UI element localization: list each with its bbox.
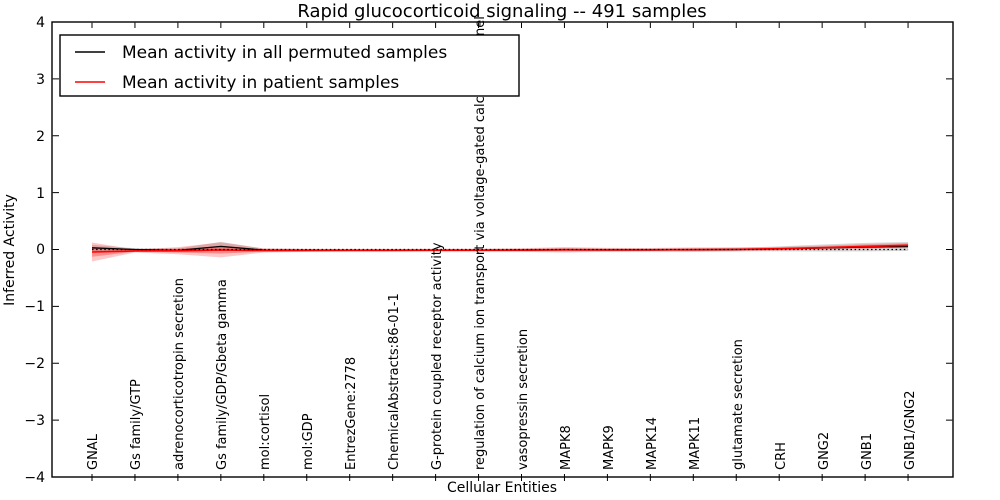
x-tick-label: MAPK11 [688,417,703,470]
x-tick-label: adrenocorticotropin secretion [172,278,187,470]
patient-std-band-outer [92,242,909,262]
x-tick-label: GNAL [86,433,101,470]
x-tick-label: G-protein coupled receptor activity [430,242,445,470]
y-tick-label: −2 [24,356,45,372]
y-tick-label: 4 [36,15,45,31]
x-tick-label: mol:GDP [301,413,316,470]
x-tick-label: MAPK8 [559,425,574,470]
y-tick-label: 0 [36,242,45,258]
legend: Mean activity in all permuted samples Me… [59,34,520,97]
x-tick-label: MAPK14 [645,417,660,470]
x-tick-label: regulation of calcium ion transport via … [473,16,488,470]
y-tick-label: −3 [24,413,45,429]
x-tick-label: glutamate secretion [731,339,746,470]
y-ticks [52,21,953,478]
y-tick-label: 3 [36,72,45,88]
x-tick-label: mol:cortisol [258,394,273,470]
x-tick-label: ChemicalAbstracts:86-01-1 [387,293,402,470]
x-tick-label: MAPK9 [602,425,617,470]
y-tick-label: −1 [24,299,45,315]
x-tick-labels: GNAL Gs family/GTP adrenocorticotropin s… [86,16,918,470]
y-tick-labels: 4 3 2 1 0 −1 −2 −3 −4 [24,15,45,486]
legend-label-patient: Mean activity in patient samples [122,73,399,93]
x-ticks [91,22,909,481]
x-tick-label: Gs family/GTP [129,379,144,470]
y-tick-label: 1 [36,186,45,202]
x-tick-label: GNB1/GNG2 [903,390,918,470]
x-tick-label: GNB1 [860,433,875,470]
y-tick-label: −4 [24,470,45,486]
x-tick-label: vasopressin secretion [516,329,531,470]
y-tick-label: 2 [36,129,45,145]
y-axis-label: Inferred Activity [2,194,18,306]
page-title: Rapid glucocorticoid signaling -- 491 sa… [297,1,706,22]
x-axis-label: Cellular Entities [447,480,557,496]
legend-box [59,34,520,97]
x-tick-label: EntrezGene:2778 [344,357,359,470]
x-tick-label: Gs family/GDP/Gbeta gamma [215,279,230,470]
x-tick-label: GNG2 [817,432,832,470]
legend-label-permuted: Mean activity in all permuted samples [122,43,447,63]
x-tick-label: CRH [774,442,789,470]
